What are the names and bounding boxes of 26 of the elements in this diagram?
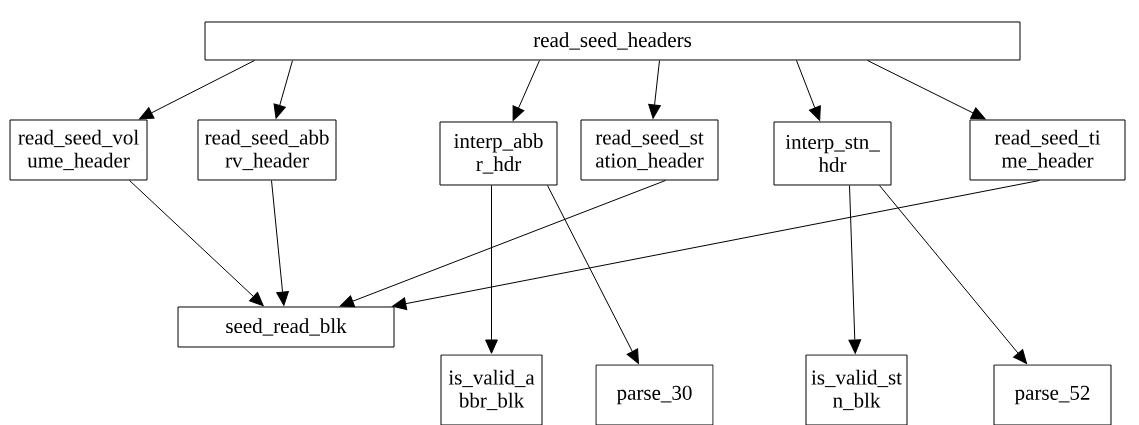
arrow	[339, 180, 666, 308]
process-box: is_valid_a bbr_blk	[440, 354, 543, 425]
process-box: read_seed_headers	[204, 21, 1021, 61]
arrow	[648, 60, 661, 119]
arrow	[392, 180, 1040, 310]
arrow	[139, 60, 255, 120]
arrow	[271, 180, 289, 306]
arrow	[848, 185, 862, 354]
arrow	[547, 185, 639, 364]
process-box: parse_52	[993, 364, 1112, 425]
process-box: parse_30	[595, 364, 714, 425]
process-box: seed_read_blk	[177, 306, 395, 348]
process-box: read_seed_ti me_header	[969, 119, 1126, 181]
arrow	[129, 180, 264, 307]
process-box: read_seed_abb rv_header	[197, 119, 337, 181]
arrow	[512, 60, 540, 121]
process-box: read_seed_st ation_header	[580, 119, 719, 181]
arrow	[273, 60, 293, 119]
arrow	[867, 60, 986, 120]
process-box: read_seed_vol ume_header	[9, 119, 148, 181]
process-box: interp_abb r_hdr	[439, 121, 558, 186]
process-box: is_valid_st n_blk	[805, 354, 908, 425]
arrow	[879, 185, 1028, 364]
process-box: interp_stn_ hdr	[773, 121, 892, 186]
arrow	[796, 60, 821, 121]
arrow	[485, 185, 498, 354]
